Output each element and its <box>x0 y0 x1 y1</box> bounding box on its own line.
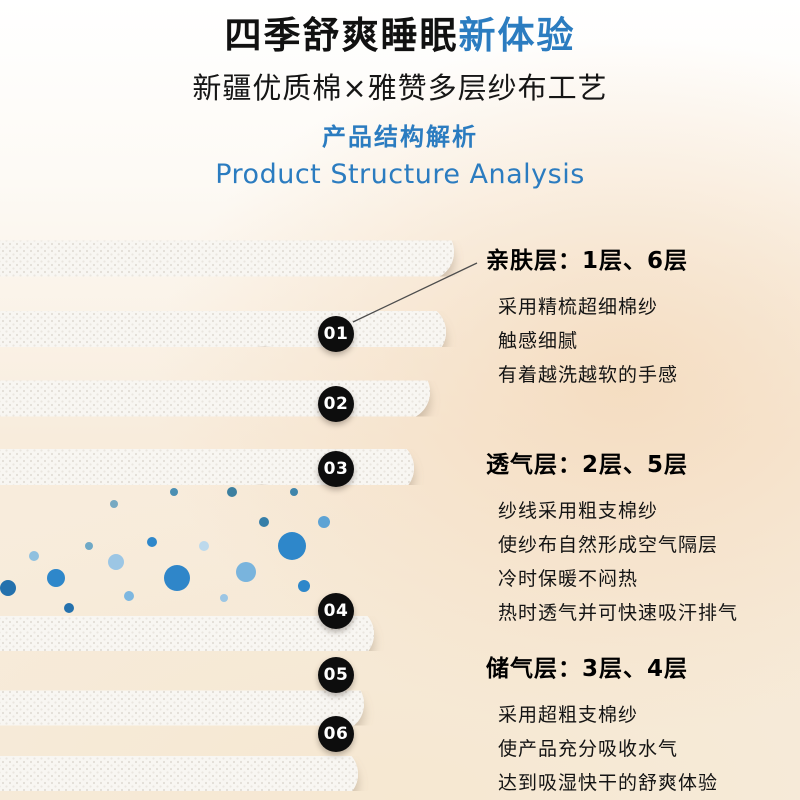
header: 四季舒爽睡眠新体验 新疆优质棉×雅赞多层纱布工艺 产品结构解析 Product … <box>0 0 800 191</box>
section-line: 热时透气并可快速吸汗排气 <box>498 602 739 624</box>
subtitle: 新疆优质棉×雅赞多层纱布工艺 <box>192 71 608 105</box>
section-line: 使产品充分吸收水气 <box>498 738 679 760</box>
section-air-storage-layer: 储气层：3层、4层 采用超粗支棉纱 使产品充分吸收水气 达到吸湿快干的舒爽体验 <box>486 654 718 800</box>
fabric-layers-illustration <box>0 220 454 800</box>
section-heading: 透气层：2层、5层 <box>486 452 689 478</box>
section-line: 使纱布自然形成空气隔层 <box>498 534 719 556</box>
layer-badge-02: 02 <box>318 386 354 422</box>
layer-badge-06: 06 <box>318 716 354 752</box>
section-skin-layer: 亲肤层：1层、6层 采用精梳超细棉纱 触感细腻 有着越洗越软的手感 <box>486 246 688 392</box>
layer-badge-03: 03 <box>318 451 354 487</box>
gauze-layer-2 <box>0 290 446 364</box>
main-title-black: 四季舒爽睡眠 <box>224 14 459 57</box>
gauze-layer-5 <box>0 595 374 668</box>
gauze-layer-6 <box>0 670 364 743</box>
section-breathable-layer: 透气层：2层、5层 纱线采用粗支棉纱 使纱布自然形成空气隔层 冷时保暖不闷热 热… <box>486 450 738 630</box>
section-line: 触感细腻 <box>498 330 579 352</box>
section-line: 采用超粗支棉纱 <box>498 704 639 726</box>
main-title: 四季舒爽睡眠新体验 <box>0 14 800 58</box>
section-label-en: Product Structure Analysis <box>215 159 585 190</box>
section-line: 纱线采用粗支棉纱 <box>498 500 659 522</box>
section-line: 有着越洗越软的手感 <box>498 364 679 386</box>
section-line: 达到吸湿快干的舒爽体验 <box>498 772 719 794</box>
layer-badge-01: 01 <box>318 316 354 352</box>
section-heading: 储气层：3层、4层 <box>486 656 689 682</box>
main-title-accent: 新体验 <box>458 14 576 57</box>
gauze-layer-1 <box>0 220 454 294</box>
layer-badge-04: 04 <box>318 593 354 629</box>
section-line: 冷时保暖不闷热 <box>498 568 639 590</box>
gauze-layer-7 <box>0 735 358 800</box>
section-line: 采用精梳超细棉纱 <box>498 296 659 318</box>
moisture-droplets <box>0 487 330 613</box>
layer-badge-05: 05 <box>318 657 354 693</box>
section-heading: 亲肤层：1层、6层 <box>486 248 689 274</box>
section-label-cn: 产品结构解析 <box>322 123 478 151</box>
